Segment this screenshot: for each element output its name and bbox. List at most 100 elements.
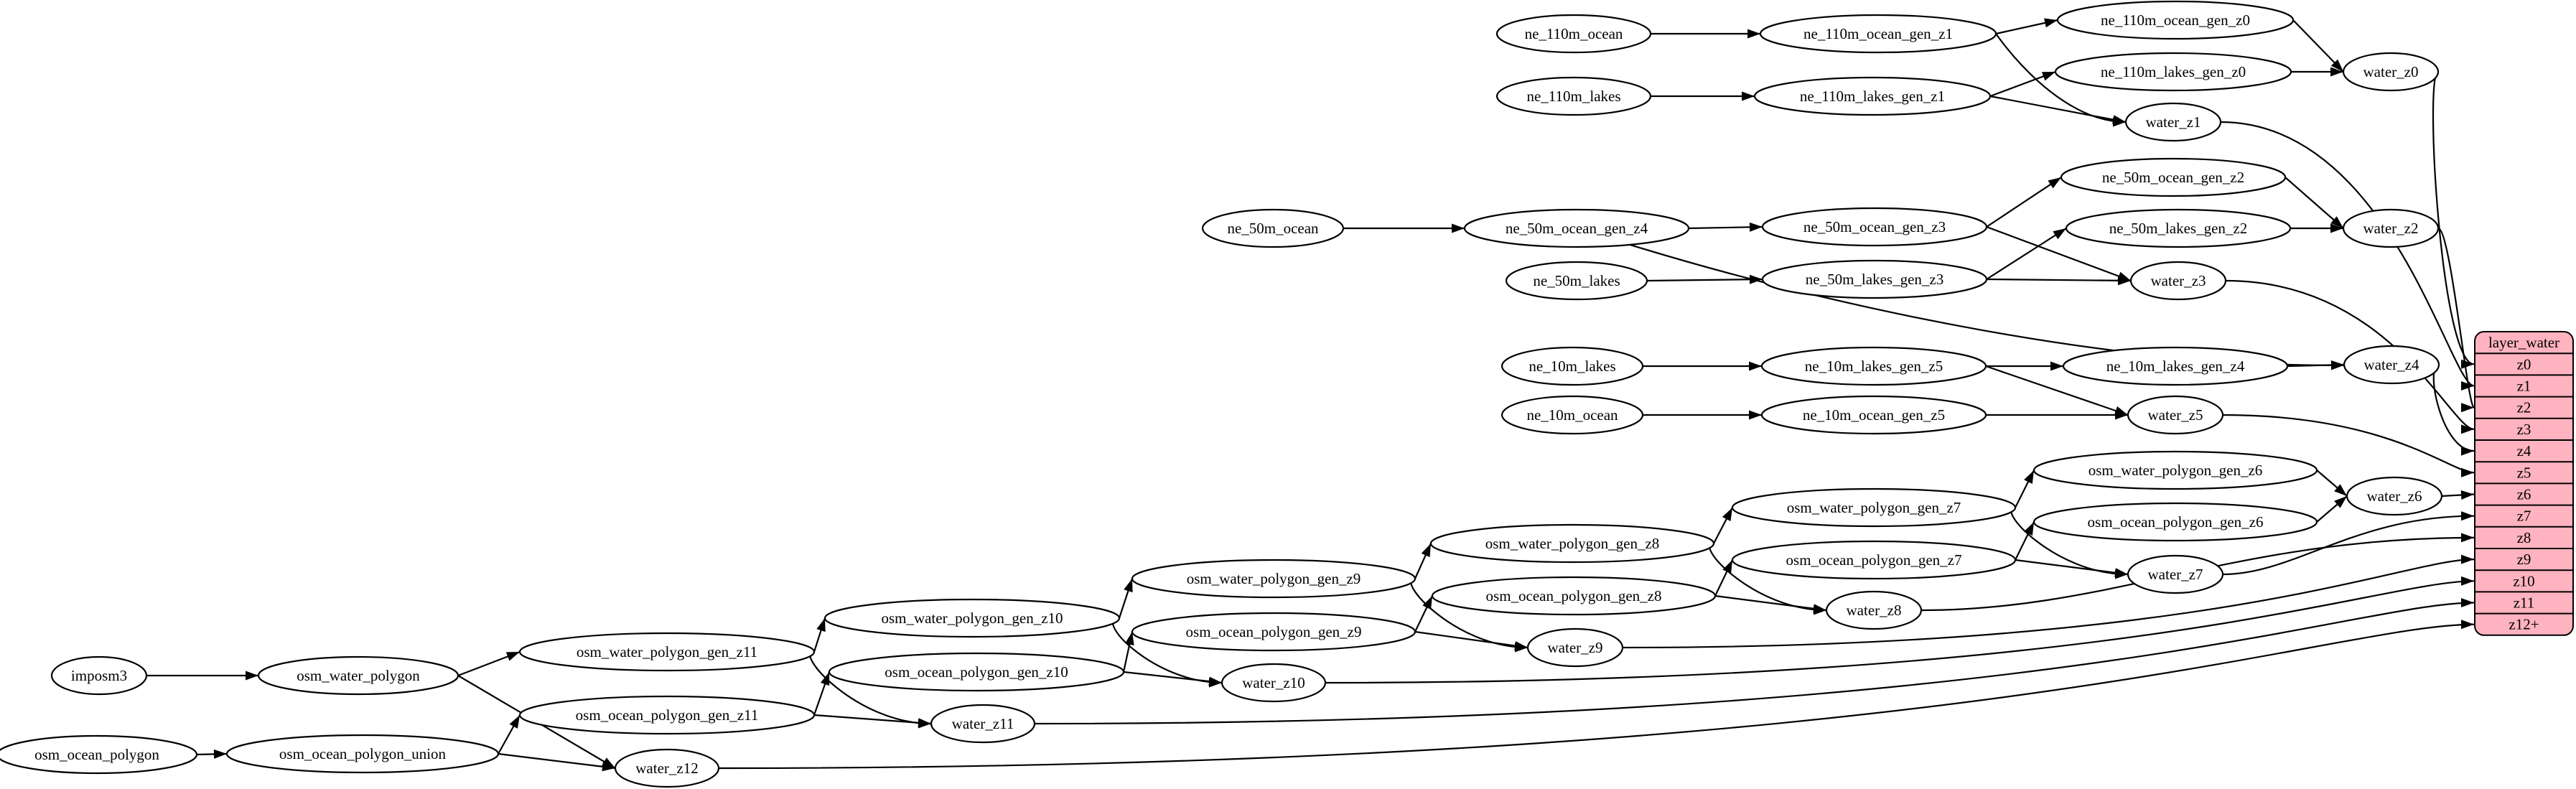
node-ellipse-osm_water_polygon_gen_z9	[1131, 559, 1417, 599]
node-ellipse-water_z0	[2342, 52, 2440, 92]
node-ne_110m_ocean_gen_z0: ne_110m_ocean_gen_z0	[2056, 0, 2295, 40]
edge-water_z5-to-layer_water-z5	[2222, 414, 2475, 477]
edge-osm_ocean_polygon_gen_z8-to-water_z8	[1714, 594, 1827, 614]
edge-osm_ocean_polygon_gen_z9-to-osm_ocean_polygon_gen_z8	[1414, 595, 1433, 632]
edge-ne_50m_ocean_gen_z2-to-water_z2	[2285, 177, 2344, 229]
table-row-z5: z5	[2517, 464, 2531, 481]
edge-ne_50m_lakes_gen_z3-to-water_z3	[1986, 276, 2132, 286]
node-ellipse-ne_110m_lakes_gen_z0	[2054, 52, 2292, 92]
node-label-water_z7: water_z7	[2148, 566, 2203, 583]
node-osm_water_polygon_gen_z6: osm_water_polygon_gen_z6	[2033, 450, 2318, 490]
node-label-osm_water_polygon: osm_water_polygon	[297, 667, 420, 684]
node-ellipse-osm_ocean_polygon_union	[225, 734, 500, 774]
node-label-ne_10m_lakes: ne_10m_lakes	[1529, 358, 1615, 375]
node-ellipse-water_z5	[2127, 395, 2224, 435]
table-row-z1: z1	[2517, 378, 2531, 395]
node-ne_50m_lakes_gen_z3: ne_50m_lakes_gen_z3	[1761, 259, 1988, 299]
edge-osm_ocean_polygon_gen_z11-to-water_z11	[813, 714, 932, 728]
node-label-osm_water_polygon_gen_z9: osm_water_polygon_gen_z9	[1187, 570, 1361, 587]
table-row-z6: z6	[2517, 486, 2531, 503]
node-ne_50m_ocean_gen_z4: ne_50m_ocean_gen_z4	[1463, 208, 1690, 248]
node-label-ne_50m_ocean_gen_z4: ne_50m_ocean_gen_z4	[1506, 220, 1648, 237]
node-ne_10m_lakes_gen_z5: ne_10m_lakes_gen_z5	[1760, 346, 1987, 386]
node-ellipse-osm_ocean_polygon_gen_z6	[2033, 502, 2318, 542]
edge-osm_water_polygon_gen_z7-to-osm_water_polygon_gen_z6	[2015, 470, 2035, 508]
node-ellipse-ne_10m_ocean	[1501, 395, 1644, 435]
edge-osm_water_polygon_gen_z11-to-osm_water_polygon_gen_z10	[813, 617, 826, 653]
node-osm_ocean_polygon: osm_ocean_polygon	[0, 734, 198, 775]
node-ellipse-ne_50m_ocean_gen_z2	[2060, 157, 2287, 197]
edge-ne_110m_lakes_gen_z1-to-water_z1	[1989, 95, 2127, 125]
node-ellipse-water_z1	[2124, 102, 2222, 142]
node-ne_110m_ocean_gen_z1: ne_110m_ocean_gen_z1	[1759, 14, 1997, 54]
edge-water_z12-to-layer_water-z12+	[718, 620, 2475, 770]
node-label-ne_10m_lakes_gen_z5: ne_10m_lakes_gen_z5	[1805, 358, 1943, 375]
edge-osm_water_polygon_gen_z9-to-osm_water_polygon_gen_z8	[1414, 543, 1432, 579]
node-ellipse-water_z11	[930, 704, 1036, 744]
edge-water_z4-to-layer_water-z4	[2432, 363, 2475, 456]
node-label-osm_ocean_polygon_gen_z6: osm_ocean_polygon_gen_z6	[2088, 513, 2264, 531]
node-label-imposm3: imposm3	[71, 667, 127, 684]
edge-osm_ocean_polygon-to-osm_ocean_polygon_union	[196, 749, 228, 759]
node-ne_50m_ocean_gen_z3: ne_50m_ocean_gen_z3	[1761, 207, 1988, 247]
edge-ne_10m_lakes_gen_z4-to-water_z4	[2287, 360, 2345, 370]
node-ellipse-water_z7	[2127, 554, 2224, 594]
node-ne_50m_ocean_gen_z2: ne_50m_ocean_gen_z2	[2060, 157, 2287, 197]
node-osm_ocean_polygon_gen_z11: osm_ocean_polygon_gen_z11	[518, 695, 816, 735]
node-ellipse-ne_10m_lakes	[1501, 346, 1644, 386]
node-water_z5: water_z5	[2127, 395, 2224, 435]
node-ne_10m_ocean: ne_10m_ocean	[1501, 395, 1644, 435]
node-label-ne_10m_ocean_gen_z5: ne_10m_ocean_gen_z5	[1803, 406, 1945, 424]
node-imposm3: imposm3	[50, 655, 148, 696]
edge-osm_ocean_polygon_union-to-osm_ocean_polygon_gen_z11	[498, 714, 521, 755]
edge-osm_ocean_polygon_gen_z8-to-osm_ocean_polygon_gen_z7	[1714, 559, 1733, 597]
node-ellipse-ne_50m_lakes	[1505, 261, 1648, 301]
node-ne_10m_ocean_gen_z5: ne_10m_ocean_gen_z5	[1760, 395, 1987, 435]
node-label-ne_10m_lakes_gen_z4: ne_10m_lakes_gen_z4	[2106, 358, 2245, 375]
node-ellipse-ne_50m_ocean_gen_z4	[1463, 208, 1690, 248]
node-label-ne_50m_lakes_gen_z3: ne_50m_lakes_gen_z3	[1806, 271, 1943, 288]
node-label-osm_ocean_polygon_gen_z8: osm_ocean_polygon_gen_z8	[1486, 587, 1662, 604]
table-row-z2: z2	[2517, 399, 2531, 416]
edge-water_z6-to-layer_water-z6	[2441, 490, 2475, 500]
node-water_z0: water_z0	[2342, 52, 2440, 92]
node-label-ne_10m_ocean: ne_10m_ocean	[1526, 406, 1618, 424]
node-label-ne_110m_lakes: ne_110m_lakes	[1526, 88, 1620, 105]
node-label-water_z5: water_z5	[2148, 406, 2203, 424]
node-label-water_z3: water_z3	[2151, 272, 2206, 289]
node-water_z4: water_z4	[2343, 345, 2440, 385]
node-ellipse-osm_water_polygon_gen_z10	[823, 598, 1121, 638]
node-water_z3: water_z3	[2129, 261, 2227, 301]
node-ellipse-ne_110m_lakes	[1495, 76, 1652, 116]
node-water_z9: water_z9	[1526, 627, 1624, 668]
node-label-ne_50m_ocean_gen_z2: ne_50m_ocean_gen_z2	[2102, 169, 2244, 186]
node-ellipse-ne_50m_lakes_gen_z2	[2065, 208, 2292, 248]
node-label-osm_ocean_polygon_gen_z9: osm_ocean_polygon_gen_z9	[1186, 623, 1362, 640]
edge-water_z10-to-layer_water-z10	[1325, 576, 2475, 684]
layer-water-table: layer_waterz0z1z2z3z4z5z6z7z8z9z10z11z12…	[2474, 331, 2574, 636]
table-row-z9: z9	[2517, 551, 2531, 568]
table-row-z3: z3	[2517, 421, 2531, 438]
node-ne_50m_lakes_gen_z2: ne_50m_lakes_gen_z2	[2065, 208, 2292, 248]
node-label-ne_50m_lakes: ne_50m_lakes	[1533, 272, 1620, 289]
node-water_z12: water_z12	[614, 748, 720, 788]
node-ellipse-ne_110m_ocean_gen_z0	[2056, 0, 2295, 40]
node-ellipse-ne_110m_ocean	[1495, 14, 1652, 54]
table-row-z10: z10	[2513, 572, 2534, 589]
node-osm_water_polygon_gen_z10: osm_water_polygon_gen_z10	[823, 598, 1121, 638]
node-osm_water_polygon_gen_z9: osm_water_polygon_gen_z9	[1131, 559, 1417, 599]
node-ne_110m_lakes_gen_z0: ne_110m_lakes_gen_z0	[2054, 52, 2292, 92]
table-row-z12+: z12+	[2509, 616, 2539, 633]
node-label-osm_water_polygon_gen_z7: osm_water_polygon_gen_z7	[1787, 499, 1961, 516]
node-label-osm_ocean_polygon_union: osm_ocean_polygon_union	[279, 745, 447, 762]
table-row-z8: z8	[2517, 529, 2531, 546]
node-label-water_z11: water_z11	[952, 715, 1014, 732]
edge-osm_ocean_polygon_gen_z7-to-water_z7	[2015, 559, 2129, 578]
edge-osm_water_polygon_gen_z8-to-osm_water_polygon_gen_z7	[1713, 507, 1733, 544]
node-label-ne_50m_lakes_gen_z2: ne_50m_lakes_gen_z2	[2109, 220, 2247, 237]
node-label-ne_110m_lakes_gen_z0: ne_110m_lakes_gen_z0	[2101, 63, 2246, 80]
edge-osm_ocean_polygon_gen_z9-to-water_z9	[1414, 630, 1529, 650]
table-row-z0: z0	[2517, 355, 2531, 373]
edge-osm_ocean_polygon_gen_z6-to-water_z6	[2316, 495, 2348, 523]
